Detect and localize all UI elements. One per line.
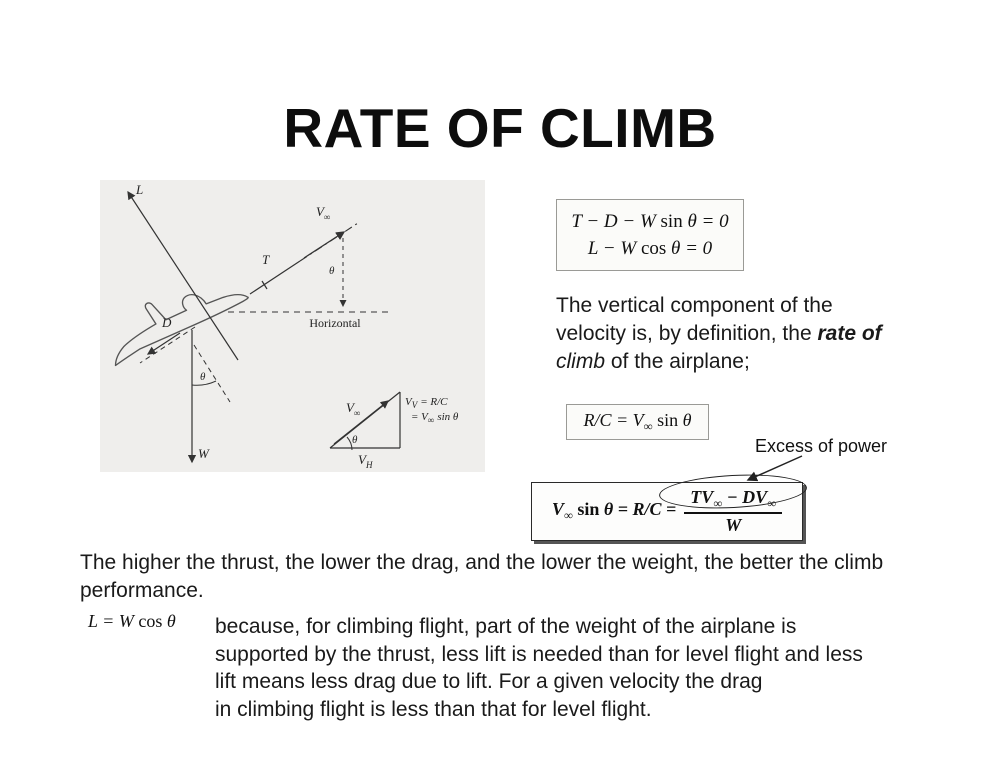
triangle-velocity-label: V∞ (346, 400, 360, 418)
excess-of-power-label: Excess of power (755, 436, 888, 456)
velocity-triangle (329, 391, 401, 451)
rate-of-climb-equation: R/C = V∞ sin θ (583, 409, 692, 434)
drag-label: D (161, 315, 172, 330)
definition-line1: The vertical component of the (556, 294, 833, 317)
lift-weight-equation: L = W cos θ (88, 611, 176, 631)
main-equation-fraction: TV∞ − DV∞ W (684, 487, 783, 536)
thrust-label: T (262, 252, 270, 267)
main-equation-numerator: TV∞ − DV∞ (684, 487, 783, 515)
velocity-label: V∞ (316, 204, 330, 222)
climbing-line1: because, for climbing flight, part of th… (215, 615, 797, 638)
theta-marker-weight (191, 344, 231, 403)
theta-label-flightpath: θ (329, 265, 335, 277)
triangle-theta-label: θ (352, 434, 358, 446)
force-balance-equation-box: T − D − W sin θ = 0 L − W cos θ = 0 (556, 199, 744, 271)
lift-equation: L − W cos θ = 0 (587, 237, 713, 259)
force-diagram: L T V∞ Horizontal θ D (100, 180, 485, 472)
drag-arrow (139, 326, 196, 364)
thrust-line (249, 260, 301, 295)
thrust-equation: T − D − W sin θ = 0 (571, 210, 729, 232)
excess-arrow-icon (746, 455, 803, 482)
thrust-drag-weight-paragraph: The higher the thrust, the lower the dra… (80, 551, 884, 602)
main-equation-lhs: V∞ sin θ = R/C = (551, 499, 677, 523)
main-equation-box: V∞ sin θ = R/C = TV∞ − DV∞ W (531, 482, 803, 541)
climbing-flight-paragraph: because, for climbing flight, part of th… (215, 613, 863, 723)
climbing-line2: supported by the thrust, less lift is ne… (215, 642, 863, 666)
definition-line2: velocity is, by definition, the rate of (556, 322, 882, 345)
climbing-line4: in climbing flight is less than that for… (215, 697, 652, 721)
horizontal-label: Horizontal (309, 316, 361, 330)
definition-paragraph: The vertical component of the velocity i… (556, 292, 882, 376)
triangle-vv-label-line1: VV= R/C (405, 396, 448, 410)
weight-label: W (198, 446, 210, 461)
main-equation-denominator: W (725, 515, 742, 536)
triangle-vv-label-line2: = V∞sin θ (411, 411, 459, 425)
lift-label: L (135, 182, 143, 197)
rate-of-climb-equation-box: R/C = V∞ sin θ (566, 404, 709, 440)
definition-line3: climb of the airplane; (556, 350, 750, 373)
triangle-vh-label: VH (358, 452, 373, 470)
lift-arrow (127, 190, 239, 361)
flight-path-line (299, 222, 359, 262)
theta-label-weight: θ (200, 371, 206, 383)
slide-title: RATE OF CLIMB (283, 97, 717, 159)
velocity-arrow (303, 231, 346, 259)
climbing-line3: lift means less drag due to lift. For a … (215, 670, 763, 693)
